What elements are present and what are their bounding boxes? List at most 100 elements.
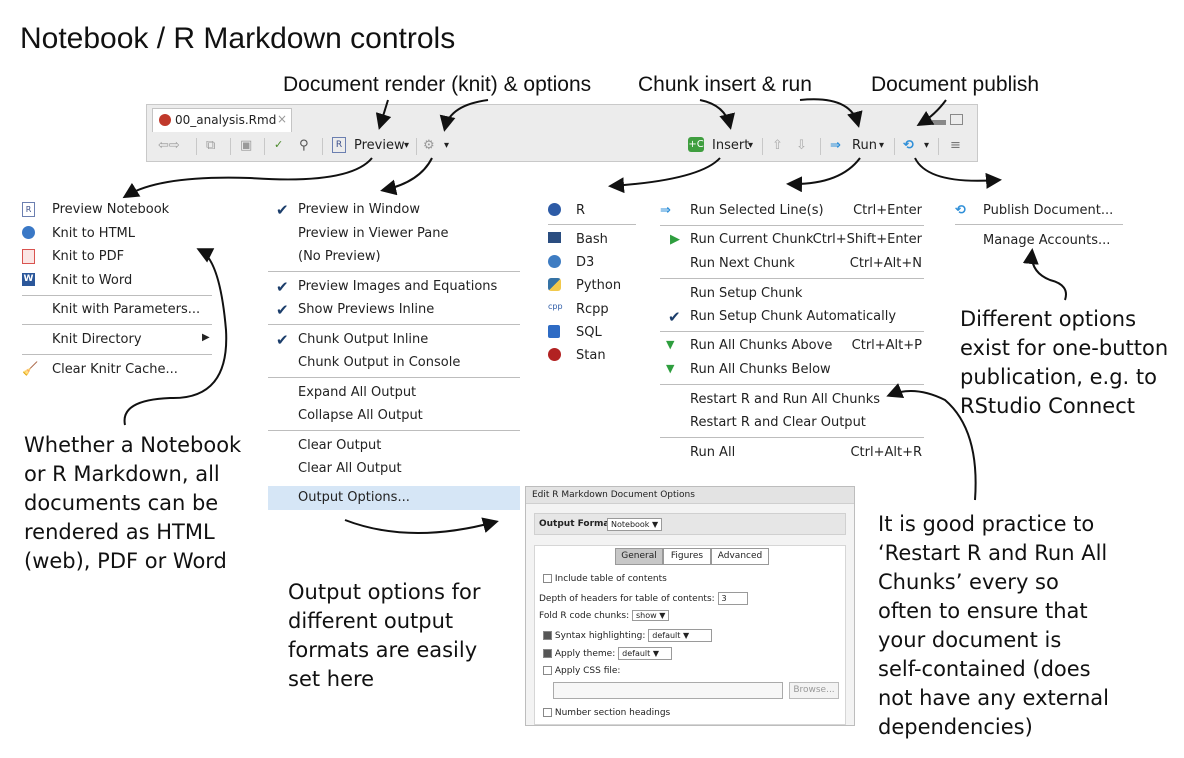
gear-icon[interactable]: ⚙ (423, 138, 435, 153)
rmd-icon: R (332, 137, 346, 153)
dialog-options-panel: General Figures Advanced Include table o… (534, 545, 846, 725)
menu-item-collapse-output[interactable]: Collapse All Output (298, 408, 423, 423)
toc-depth-input[interactable]: 3 (717, 592, 748, 605)
menu-item-expand-output[interactable]: Expand All Output (298, 385, 417, 400)
check-icon: ✔ (276, 331, 289, 349)
outline-icon[interactable]: ≡ (950, 138, 961, 153)
preview-dropdown-icon[interactable]: ▾ (404, 140, 410, 151)
menu-item-no-preview[interactable]: (No Preview) (298, 249, 381, 264)
menu-item-knit-directory[interactable]: Knit Directory (52, 332, 142, 347)
maximize-icon[interactable] (950, 114, 963, 125)
back-icon[interactable]: ⇦⇨ (158, 138, 180, 153)
check-icon: ✔ (276, 201, 289, 219)
label-publish: Document publish (871, 73, 1040, 96)
run-icon: ⇒ (830, 138, 841, 153)
output-format-select[interactable]: Notebook ▼ (607, 518, 663, 531)
broom-icon: 🧹 (22, 362, 39, 377)
minimize-icon[interactable] (932, 120, 946, 125)
menu-item-show-previews[interactable]: ✔Show Previews Inline (276, 301, 435, 319)
menu-item-run-setup[interactable]: Run Setup Chunk (690, 286, 803, 301)
knit-menu: R Preview Notebook Knit to HTML Knit to … (22, 200, 218, 390)
database-icon (548, 325, 560, 338)
arrow-knit-menu (122, 157, 373, 199)
arrow-insert-menu (608, 157, 721, 194)
publish-dropdown-icon[interactable]: ▾ (924, 140, 930, 151)
theme-checkbox[interactable] (543, 649, 552, 658)
d3-icon (548, 255, 561, 268)
css-checkbox[interactable] (543, 666, 552, 675)
show-in-window-icon[interactable]: ⧉ (206, 138, 216, 153)
arrow-output-note (344, 517, 499, 535)
up-arrow-icon[interactable]: ⇧ (772, 138, 783, 153)
arrow-restart-note (886, 383, 977, 501)
globe-icon (22, 226, 35, 239)
menu-item-manage-accounts[interactable]: Manage Accounts... (983, 233, 1111, 248)
theme-select[interactable]: default ▼ (618, 647, 673, 660)
menu-item-restart-run-all[interactable]: Restart R and Run All Chunks (690, 392, 881, 407)
menu-item-output-options[interactable]: Output Options... (268, 486, 520, 510)
syntax-select[interactable]: default ▼ (648, 629, 713, 642)
run-above-icon: ▼ (666, 338, 675, 351)
toc-depth-row: Depth of headers for table of contents: … (539, 592, 748, 605)
submenu-arrow-icon: ▶ (202, 332, 210, 343)
search-icon[interactable]: ⚲ (299, 138, 309, 153)
fold-chunks-select[interactable]: show ▼ (632, 610, 670, 621)
window-controls[interactable] (932, 114, 966, 128)
number-sections-row[interactable]: Number section headings (543, 708, 670, 718)
insert-dropdown-icon[interactable]: ▾ (748, 140, 754, 151)
tab-filename: 00_analysis.Rmd (175, 113, 277, 127)
publish-menu: ⟲Publish Document... Manage Accounts... (955, 200, 1125, 250)
play-icon: ▶ (670, 232, 680, 247)
gear-dropdown-icon[interactable]: ▾ (444, 140, 450, 151)
arrow-render-note (123, 248, 228, 426)
check-icon: ✔ (276, 301, 289, 319)
pdf-icon (22, 249, 35, 264)
menu-item-clear-all-output[interactable]: Clear All Output (298, 461, 402, 476)
run-dropdown-icon[interactable]: ▾ (879, 140, 885, 151)
css-file-input[interactable] (553, 682, 783, 699)
save-icon[interactable]: ▣ (240, 138, 253, 153)
menu-item-restart-clear[interactable]: Restart R and Clear Output (690, 415, 866, 430)
menu-item-chunk-console[interactable]: Chunk Output in Console (298, 355, 461, 370)
python-icon (548, 278, 561, 291)
label-chunk: Chunk insert & run (638, 73, 812, 96)
close-icon[interactable]: × (277, 112, 288, 126)
label-render: Document render (knit) & options (283, 73, 592, 96)
dialog-titlebar: Edit R Markdown Document Options (526, 487, 854, 504)
tab-figures[interactable]: Figures (663, 548, 711, 565)
menu-item-preview-window[interactable]: ✔Preview in Window (276, 201, 420, 219)
browse-button[interactable]: Browse... (789, 682, 839, 699)
menu-item-knit-params[interactable]: Knit with Parameters... (52, 302, 201, 317)
include-toc-row[interactable]: Include table of contents (543, 574, 667, 584)
menu-item-preview-viewer[interactable]: Preview in Viewer Pane (298, 226, 449, 241)
arrow-run-menu (786, 157, 861, 193)
r-lang-icon (548, 203, 561, 216)
insert-button[interactable]: Insert (712, 138, 750, 153)
include-toc-checkbox[interactable] (543, 574, 552, 583)
menu-item-chunk-inline[interactable]: ✔Chunk Output Inline (276, 331, 429, 349)
number-sections-checkbox[interactable] (543, 708, 552, 717)
menu-item-clear-output[interactable]: Clear Output (298, 438, 382, 453)
down-arrow-icon[interactable]: ⇩ (796, 138, 807, 153)
editor-tab[interactable]: 00_analysis.Rmd × (152, 108, 292, 132)
arrow-options (439, 99, 489, 132)
syntax-checkbox[interactable] (543, 631, 552, 640)
spellcheck-icon[interactable]: ✓ (274, 138, 284, 151)
menu-item-preview-images[interactable]: ✔Preview Images and Equations (276, 278, 498, 296)
tab-advanced[interactable]: Advanced (711, 548, 769, 565)
run-button[interactable]: Run (852, 138, 877, 153)
arrow-options-menu (380, 157, 433, 196)
publish-icon[interactable]: ⟲ (903, 138, 914, 153)
stan-icon (548, 348, 561, 361)
fold-chunks-row: Fold R code chunks: show ▼ (539, 610, 670, 621)
toolbar-row: ⇦⇨ ⧉ ▣ ✓ ⚲ R Preview ▾ ⚙ ▾ +C Insert ▾ ⇧… (146, 136, 978, 158)
tab-general[interactable]: General (615, 548, 663, 565)
preview-button[interactable]: Preview (354, 138, 405, 153)
css-row[interactable]: Apply CSS file: (543, 666, 620, 676)
menu-item-run-setup-auto[interactable]: ✔Run Setup Chunk Automatically (668, 308, 897, 326)
run-below-icon: ▼ (666, 362, 675, 375)
run-line-icon: ⇒ (660, 203, 671, 218)
